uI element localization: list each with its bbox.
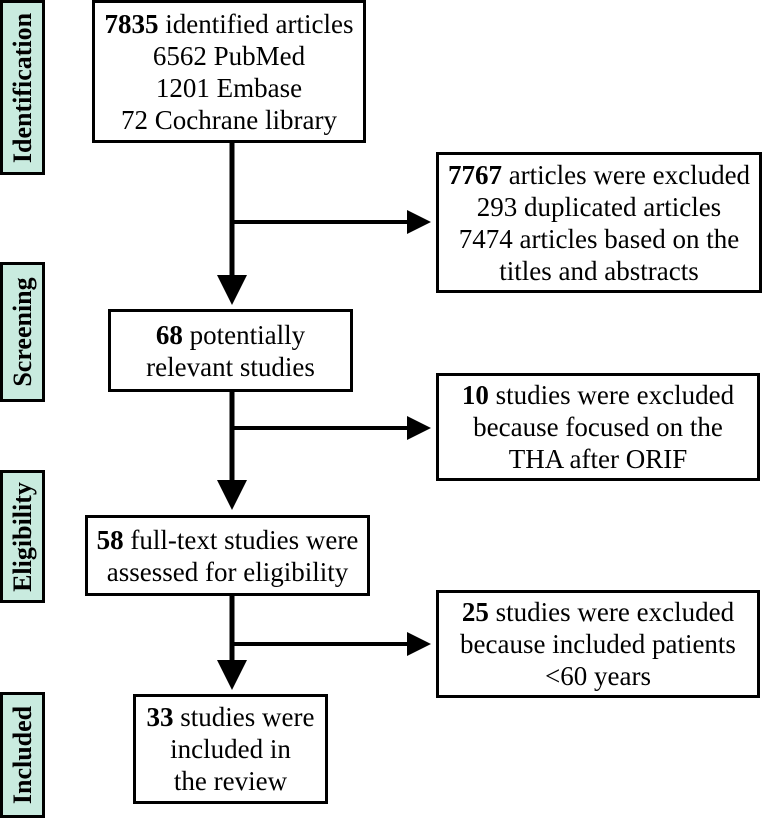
included-box: 33 studies were included in the review <box>133 694 328 804</box>
stage-identification: Identification <box>0 0 45 175</box>
identified-heading: 7835 identified articles <box>104 8 354 39</box>
excluded-3-line: because included patients <box>460 629 736 659</box>
excluded-1-line: 7474 articles based on the <box>458 223 740 254</box>
identified-box: 7835 identified articles 6562 PubMed 120… <box>92 0 366 143</box>
relevant-box: 68 potentially relevant studies <box>108 309 353 392</box>
stage-eligibility: Eligibility <box>0 470 45 603</box>
relevant-line: relevant studies <box>146 351 315 382</box>
identified-line: 72 Cochrane library <box>121 104 337 135</box>
excluded-box-3: 25 studies were excluded because include… <box>436 590 760 698</box>
excluded-1-line: titles and abstracts <box>499 255 699 286</box>
included-line: the review <box>173 766 288 796</box>
stage-included: Included <box>0 692 45 818</box>
excluded-2-heading: 10 studies were excluded <box>461 380 735 410</box>
stage-screening: Screening <box>0 262 45 402</box>
relevant-heading: 68 potentially <box>155 319 306 350</box>
excluded-box-1: 7767 articles were excluded 293 duplicat… <box>436 152 762 293</box>
fulltext-line: assessed for eligibility <box>106 556 349 587</box>
included-heading: 33 studies were <box>146 702 315 732</box>
excluded-3-line: <60 years <box>545 661 651 691</box>
included-line: included in <box>170 734 291 764</box>
excluded-2-line: because focused on the <box>473 412 723 442</box>
fulltext-box: 58 full-text studies were assessed for e… <box>85 515 370 596</box>
fulltext-heading: 58 full-text studies were <box>96 524 359 555</box>
excluded-1-line: 293 duplicated articles <box>476 191 722 222</box>
excluded-1-heading: 7767 articles were excluded <box>447 159 751 190</box>
identified-line: 6562 PubMed <box>152 40 306 71</box>
identified-line: 1201 Embase <box>155 72 303 103</box>
excluded-3-heading: 25 studies were excluded <box>461 597 735 627</box>
excluded-2-line: THA after ORIF <box>508 444 688 474</box>
excluded-box-2: 10 studies were excluded because focused… <box>436 373 760 481</box>
